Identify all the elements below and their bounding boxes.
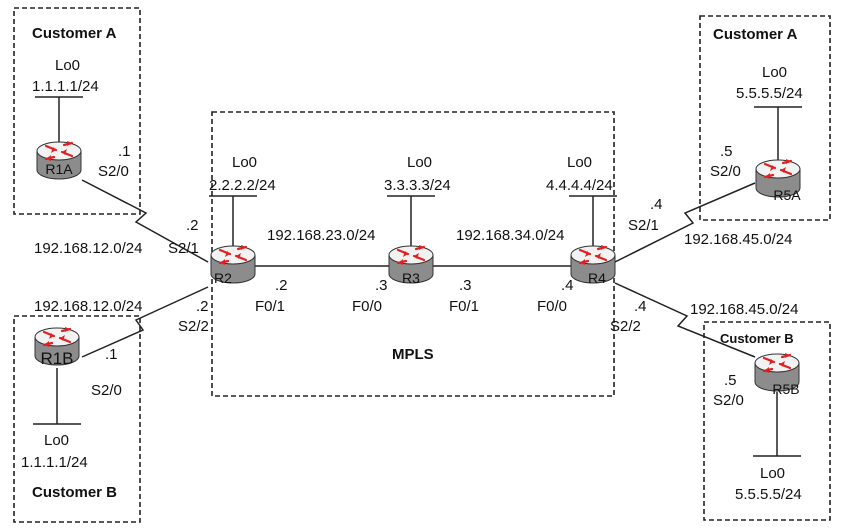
host-r1b: .1 — [105, 346, 118, 363]
customer-b-left-title: Customer B — [32, 484, 117, 501]
host-r1a: .1 — [118, 143, 131, 160]
host-r3-r4: .3 — [459, 277, 472, 294]
host-r4-r3: .4 — [561, 277, 574, 294]
host-r5a: .5 — [720, 143, 733, 160]
lo0-ip-r1a: 1.1.1.1/24 — [32, 78, 99, 95]
host-r2-r3: .2 — [275, 277, 288, 294]
host-r2-b: .2 — [196, 298, 209, 315]
mpls-title: MPLS — [392, 346, 434, 363]
lo0-name-r5b: Lo0 — [760, 465, 785, 482]
host-r3-r2: .3 — [375, 277, 388, 294]
subnet-r2-r3: 192.168.23.0/24 — [267, 227, 375, 244]
customer-b-right-title: Customer B — [720, 331, 794, 346]
subnet-r1b-r2: 192.168.12.0/24 — [34, 298, 142, 315]
if-r3-r2: F0/0 — [352, 298, 382, 315]
lo0-name-r5a: Lo0 — [762, 64, 787, 81]
customer-a-left-title: Customer A — [32, 25, 117, 42]
if-r2-r3: F0/1 — [255, 298, 285, 315]
lo0-ip-r5a: 5.5.5.5/24 — [736, 85, 803, 102]
if-r4-b: S2/2 — [610, 318, 641, 335]
subnet-r4-r5b: 192.168.45.0/24 — [690, 301, 798, 318]
if-r2-a: S2/1 — [168, 240, 199, 257]
if-r5a: S2/0 — [710, 163, 741, 180]
host-r5b: .5 — [724, 372, 737, 389]
lo0-ip-r3: 3.3.3.3/24 — [384, 177, 451, 194]
host-r2-a: .2 — [186, 217, 199, 234]
customer-b-left-box — [13, 315, 141, 523]
router-label-r1a: R1A — [45, 161, 73, 177]
lo0-name-r4: Lo0 — [567, 154, 592, 171]
router-label-r5a: R5A — [773, 187, 801, 203]
if-r4-r3: F0/0 — [537, 298, 567, 315]
router-label-r2: R2 — [214, 270, 232, 286]
if-r3-r4: F0/1 — [449, 298, 479, 315]
router-label-r1b: R1B — [40, 349, 73, 368]
router-label-r3: R3 — [402, 270, 420, 286]
if-r1b: S2/0 — [91, 382, 122, 399]
if-r1a: S2/0 — [98, 163, 129, 180]
serial-link-r4-r5b — [614, 282, 756, 358]
lo0-name-r2: Lo0 — [232, 154, 257, 171]
serial-link-r1a-r2 — [81, 179, 209, 263]
if-r5b: S2/0 — [713, 392, 744, 409]
if-r2-b: S2/2 — [178, 318, 209, 335]
router-label-r4: R4 — [588, 270, 606, 286]
lo0-name-r1a: Lo0 — [55, 57, 80, 74]
lo0-ip-r2: 2.2.2.2/24 — [209, 177, 276, 194]
if-r4-a: S2/1 — [628, 217, 659, 234]
customer-b-right-box — [703, 321, 831, 521]
serial-link-r1b-r2 — [81, 286, 209, 358]
customer-a-right-title: Customer A — [713, 26, 798, 43]
lo0-name-r3: Lo0 — [407, 154, 432, 171]
host-r4-b: .4 — [634, 298, 647, 315]
router-label-r5b: R5B — [772, 381, 799, 397]
host-r4-a: .4 — [650, 196, 663, 213]
subnet-r3-r4: 192.168.34.0/24 — [456, 227, 564, 244]
lo0-ip-r5b: 5.5.5.5/24 — [735, 486, 802, 503]
customer-a-right-box — [699, 15, 831, 221]
serial-link-r4-r5a — [614, 182, 756, 263]
customer-a-left-box — [13, 7, 141, 215]
lo0-ip-r4: 4.4.4.4/24 — [546, 177, 613, 194]
subnet-r4-r5a: 192.168.45.0/24 — [684, 231, 792, 248]
lo0-ip-r1b: 1.1.1.1/24 — [21, 454, 88, 471]
lo0-name-r1b: Lo0 — [44, 432, 69, 449]
subnet-r1a-r2: 192.168.12.0/24 — [34, 240, 142, 257]
